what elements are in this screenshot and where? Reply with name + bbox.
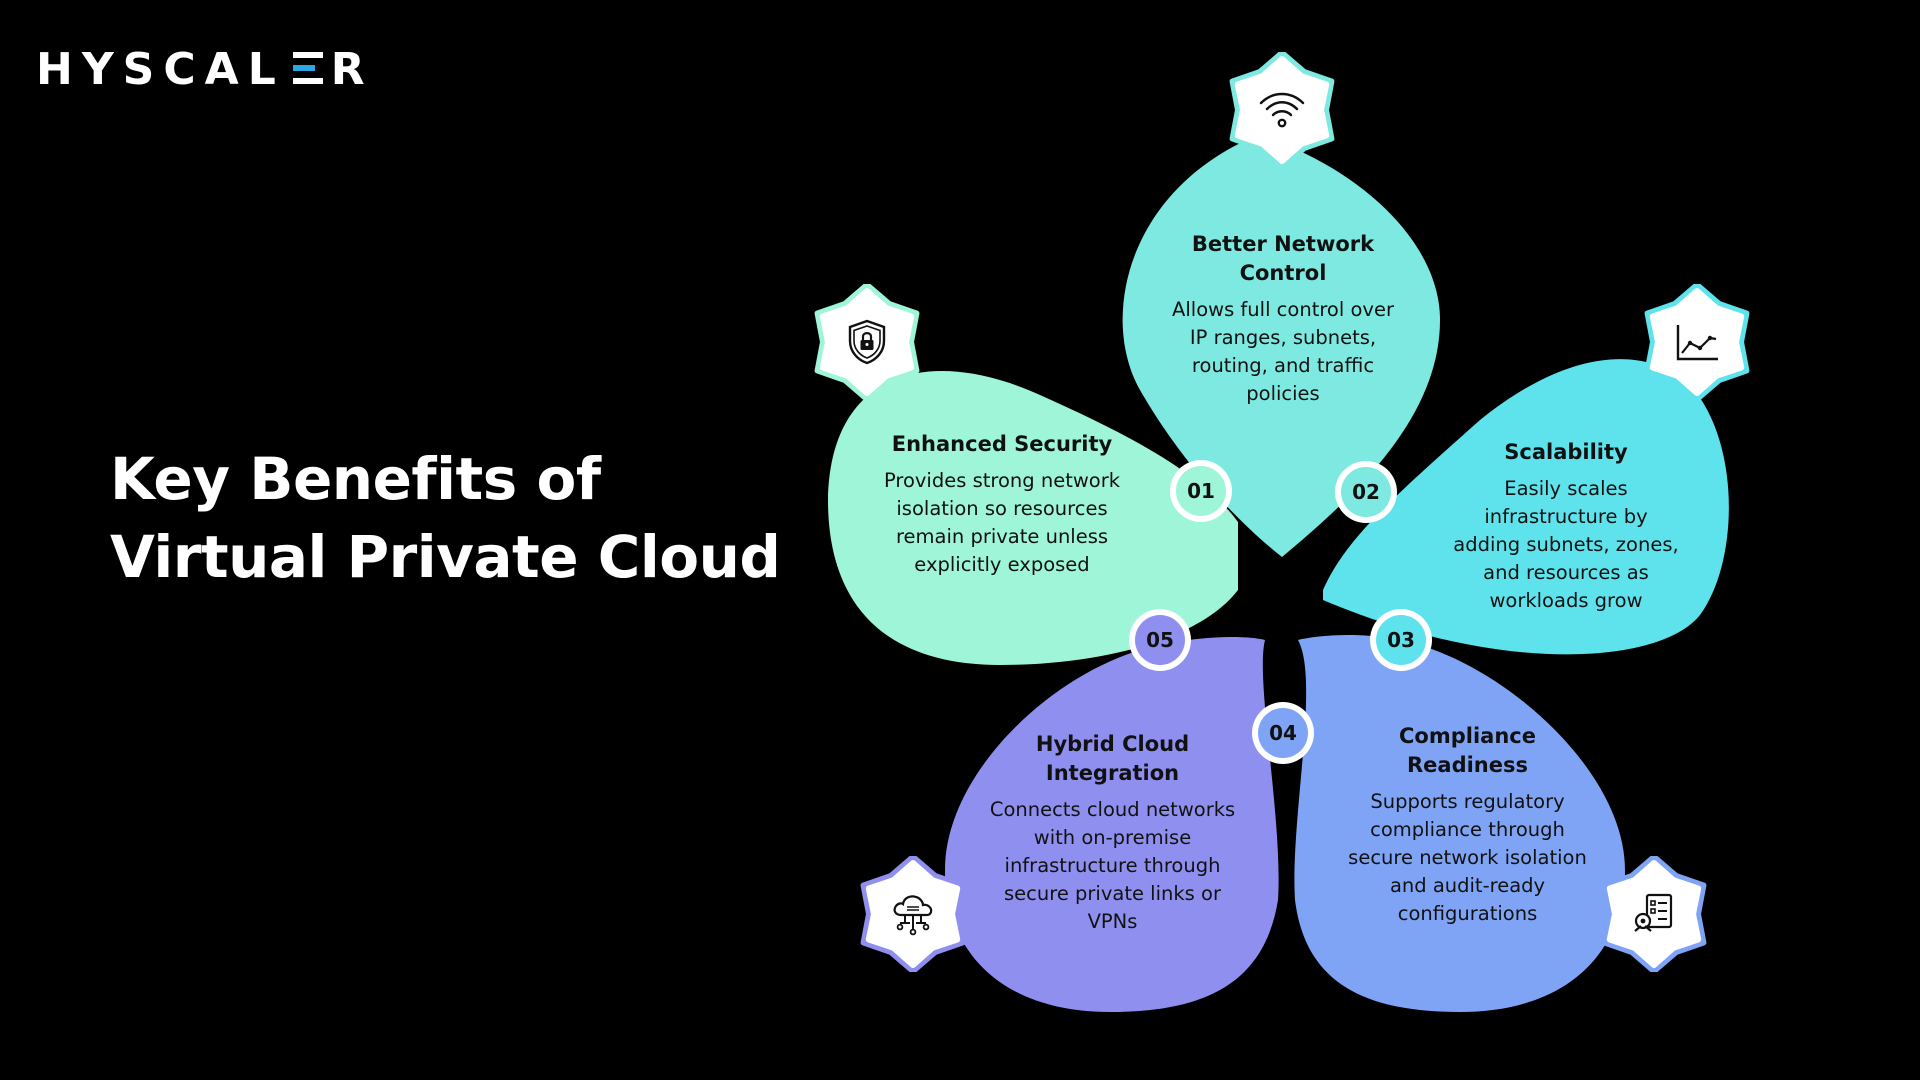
number-badge-05: 05 <box>1129 609 1191 671</box>
benefit-title-line1: Hybrid Cloud <box>1035 732 1190 756</box>
benefit-title-line2: Control <box>1239 261 1327 285</box>
benefit-title-line2: Readiness <box>1406 753 1528 777</box>
brand-name-left: HYSCAL <box>36 44 285 95</box>
benefit-title-line1: Compliance <box>1399 724 1536 748</box>
icon-badge-04 <box>1596 856 1712 972</box>
brand-logo: HYSCAL R <box>36 44 374 95</box>
benefit-description: Supports regulatory compliance through s… <box>1348 790 1587 925</box>
number-label: 02 <box>1341 467 1391 517</box>
benefit-title-line1: Better Network <box>1191 232 1375 256</box>
benefit-title-line1: Scalability <box>1504 440 1628 464</box>
checklist-gear-icon <box>1629 889 1679 939</box>
icon-badge-01 <box>809 284 925 400</box>
number-badge-04: 04 <box>1252 702 1314 764</box>
number-label: 03 <box>1376 615 1426 665</box>
icon-badge-02 <box>1224 52 1340 168</box>
brand-name-right: R <box>330 44 374 95</box>
benefit-title-line2: Integration <box>1045 761 1180 785</box>
number-label: 04 <box>1258 708 1308 758</box>
number-label: 01 <box>1176 466 1226 516</box>
icon-badge-05 <box>855 856 971 972</box>
wifi-icon <box>1257 85 1307 135</box>
petal-04 <box>1294 635 1625 1012</box>
line-chart-icon <box>1672 317 1722 367</box>
benefit-description: Easily scales infrastructure by adding s… <box>1453 477 1679 612</box>
page-title: Key Benefits of Virtual Private Cloud <box>110 440 781 596</box>
benefit-description: Allows full control over IP ranges, subn… <box>1172 298 1394 405</box>
benefit-title: Scalability <box>1451 438 1681 467</box>
benefit-description: Provides strong network isolation so res… <box>883 469 1121 576</box>
benefit-title: Enhanced Security <box>862 430 1142 459</box>
petal-01 <box>828 371 1238 665</box>
brand-e-mark-icon <box>292 50 323 90</box>
icon-badge-03 <box>1639 284 1755 400</box>
shield-lock-icon <box>842 317 892 367</box>
number-badge-02: 02 <box>1335 461 1397 523</box>
number-badge-01: 01 <box>1170 460 1232 522</box>
cloud-network-icon <box>888 889 938 939</box>
benefit-title-line1: Enhanced Security <box>891 432 1113 456</box>
page-title-line1: Key Benefits of <box>110 445 601 513</box>
number-label: 05 <box>1135 615 1185 665</box>
petal-05 <box>945 637 1279 1012</box>
benefit-description: Connects cloud networks with on-premise … <box>989 798 1236 933</box>
petal-02 <box>1122 135 1440 557</box>
petal-03 <box>1323 359 1729 655</box>
number-badge-03: 03 <box>1370 609 1432 671</box>
page-title-line2: Virtual Private Cloud <box>110 523 781 591</box>
